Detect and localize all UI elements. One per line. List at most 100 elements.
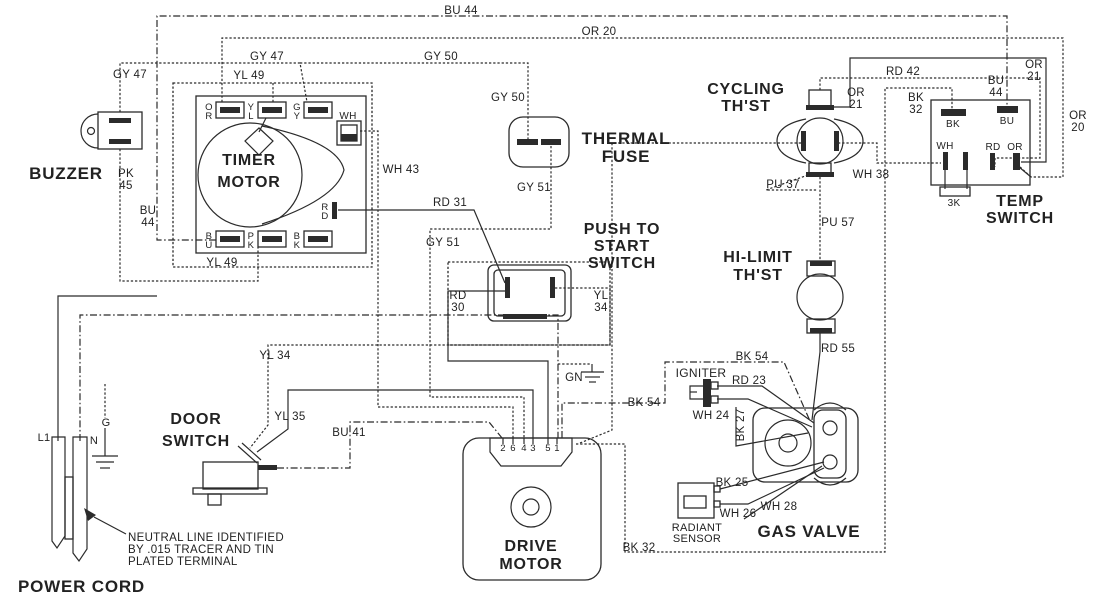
gas-valve-port	[778, 433, 798, 453]
motor-terminal-3: 3	[530, 443, 536, 454]
buzzer-component	[80, 111, 143, 150]
temp-terminal-bu-bar	[997, 106, 1018, 113]
wire-or-20-entry	[1018, 165, 1032, 178]
cycling-wing-right	[833, 118, 864, 164]
timer-terminal-yl-bar	[262, 107, 282, 113]
timer-terminal-pk-box	[257, 230, 287, 248]
wire-label-wh28: WH 28	[761, 501, 798, 513]
neutral-arrow	[84, 508, 96, 521]
terminal-label-l1: L1	[38, 432, 51, 444]
timer-terminal-pk-bar	[262, 236, 282, 242]
cycling-top-connector	[808, 89, 832, 108]
timer-terminal-or-bar	[220, 107, 240, 113]
timer-motor-body	[197, 122, 303, 228]
wire-or-20	[221, 37, 1064, 178]
component-label-power-cord: POWER CORD	[18, 577, 145, 596]
door-switch-foot	[207, 493, 222, 506]
temp-switch-component	[930, 99, 1032, 197]
push-start-boundary	[447, 261, 611, 346]
buzzer-terminal-top	[109, 118, 131, 123]
cycling-thermostat-component	[776, 89, 864, 177]
timer-terminal-rd-bar	[332, 202, 337, 219]
temp-terminal-or-bar	[1013, 153, 1020, 170]
resistor-label-3k: 3K	[948, 198, 961, 209]
temp-terminal-wh: WH	[936, 141, 953, 152]
temp-or-lead	[1018, 166, 1032, 178]
wire-wh-43	[360, 130, 514, 438]
wire-label-or20-top: OR 20	[582, 26, 617, 38]
terminal-label-n: N	[90, 435, 98, 447]
temp-terminal-or: OR	[1007, 142, 1023, 153]
wire-wh-24	[717, 398, 813, 428]
door-switch-base	[192, 487, 268, 495]
wire-wh-26	[720, 467, 825, 505]
buzzer-bell	[80, 113, 99, 149]
wire-label-bu41: BU 41	[332, 427, 365, 439]
neutral-note-leader	[93, 516, 127, 535]
wire-label-rd23: RD 23	[732, 375, 766, 387]
timer-terminal-gy-bar	[308, 107, 328, 113]
gn-ground-symbol	[581, 364, 604, 383]
power-cord-component	[51, 384, 127, 563]
wire-rd-23	[717, 385, 815, 424]
cycling-wing-left	[776, 118, 807, 164]
gas-valve-coil-bottom	[822, 454, 838, 470]
door-switch-component	[192, 442, 277, 506]
timer-terminal-bu-bar	[220, 236, 240, 242]
temp-3k-resistor	[939, 186, 971, 197]
hi-limit-top-hatch	[810, 261, 832, 266]
gas-valve-bump-top	[813, 402, 847, 411]
thermal-fuse-component	[508, 116, 570, 168]
timer-diamond	[244, 127, 274, 156]
terminal-label-g: G	[102, 417, 111, 429]
cycling-contact-right	[834, 131, 839, 151]
motor-terminal-2: 2	[500, 443, 506, 454]
timer-inner-box	[195, 95, 367, 254]
wire-bu-41	[277, 421, 503, 469]
wire-label-gy47-left: GY 47	[113, 69, 147, 81]
wire-label-wh24: WH 24	[693, 410, 730, 422]
wire-label-pu37: PU 37	[766, 179, 799, 191]
wire-rd-30	[447, 290, 549, 438]
thermal-fuse-body	[508, 116, 570, 168]
motor-terminal-1: 1	[554, 443, 560, 454]
push-start-outer	[487, 264, 572, 322]
push-to-start-component	[447, 261, 611, 346]
wire-wh-28	[743, 465, 823, 520]
gas-valve-component	[752, 402, 859, 486]
door-switch-lever-1	[237, 445, 258, 464]
wire-label-yl34-mid: YL 34	[259, 350, 290, 362]
component-label-gas-valve: GAS VALVE	[758, 522, 861, 541]
drive-motor-pulley-outer	[510, 486, 552, 528]
temp-terminal-bk: BK	[946, 119, 960, 130]
timer-cam	[261, 125, 345, 225]
gas-valve-body	[752, 407, 859, 483]
wire-label-rd55: RD 55	[821, 343, 855, 355]
temp-terminal-rd: RD	[985, 142, 1000, 153]
hi-limit-bottom-hatch	[810, 328, 832, 333]
note-neutral-line-3: PLATED TERMINAL	[128, 556, 238, 568]
wire-gy-51	[429, 146, 552, 438]
wire-label-gy51-fuse: GY 51	[517, 182, 551, 194]
drive-motor-pulley-inner	[522, 498, 540, 516]
push-start-contact-left	[505, 277, 510, 298]
wire-bk-27	[735, 407, 809, 447]
cycling-contact-left	[801, 131, 806, 151]
push-start-bottom-bar	[503, 314, 547, 319]
component-label-igniter: IGNITER	[676, 366, 727, 380]
radiant-sensor-component	[677, 482, 721, 519]
